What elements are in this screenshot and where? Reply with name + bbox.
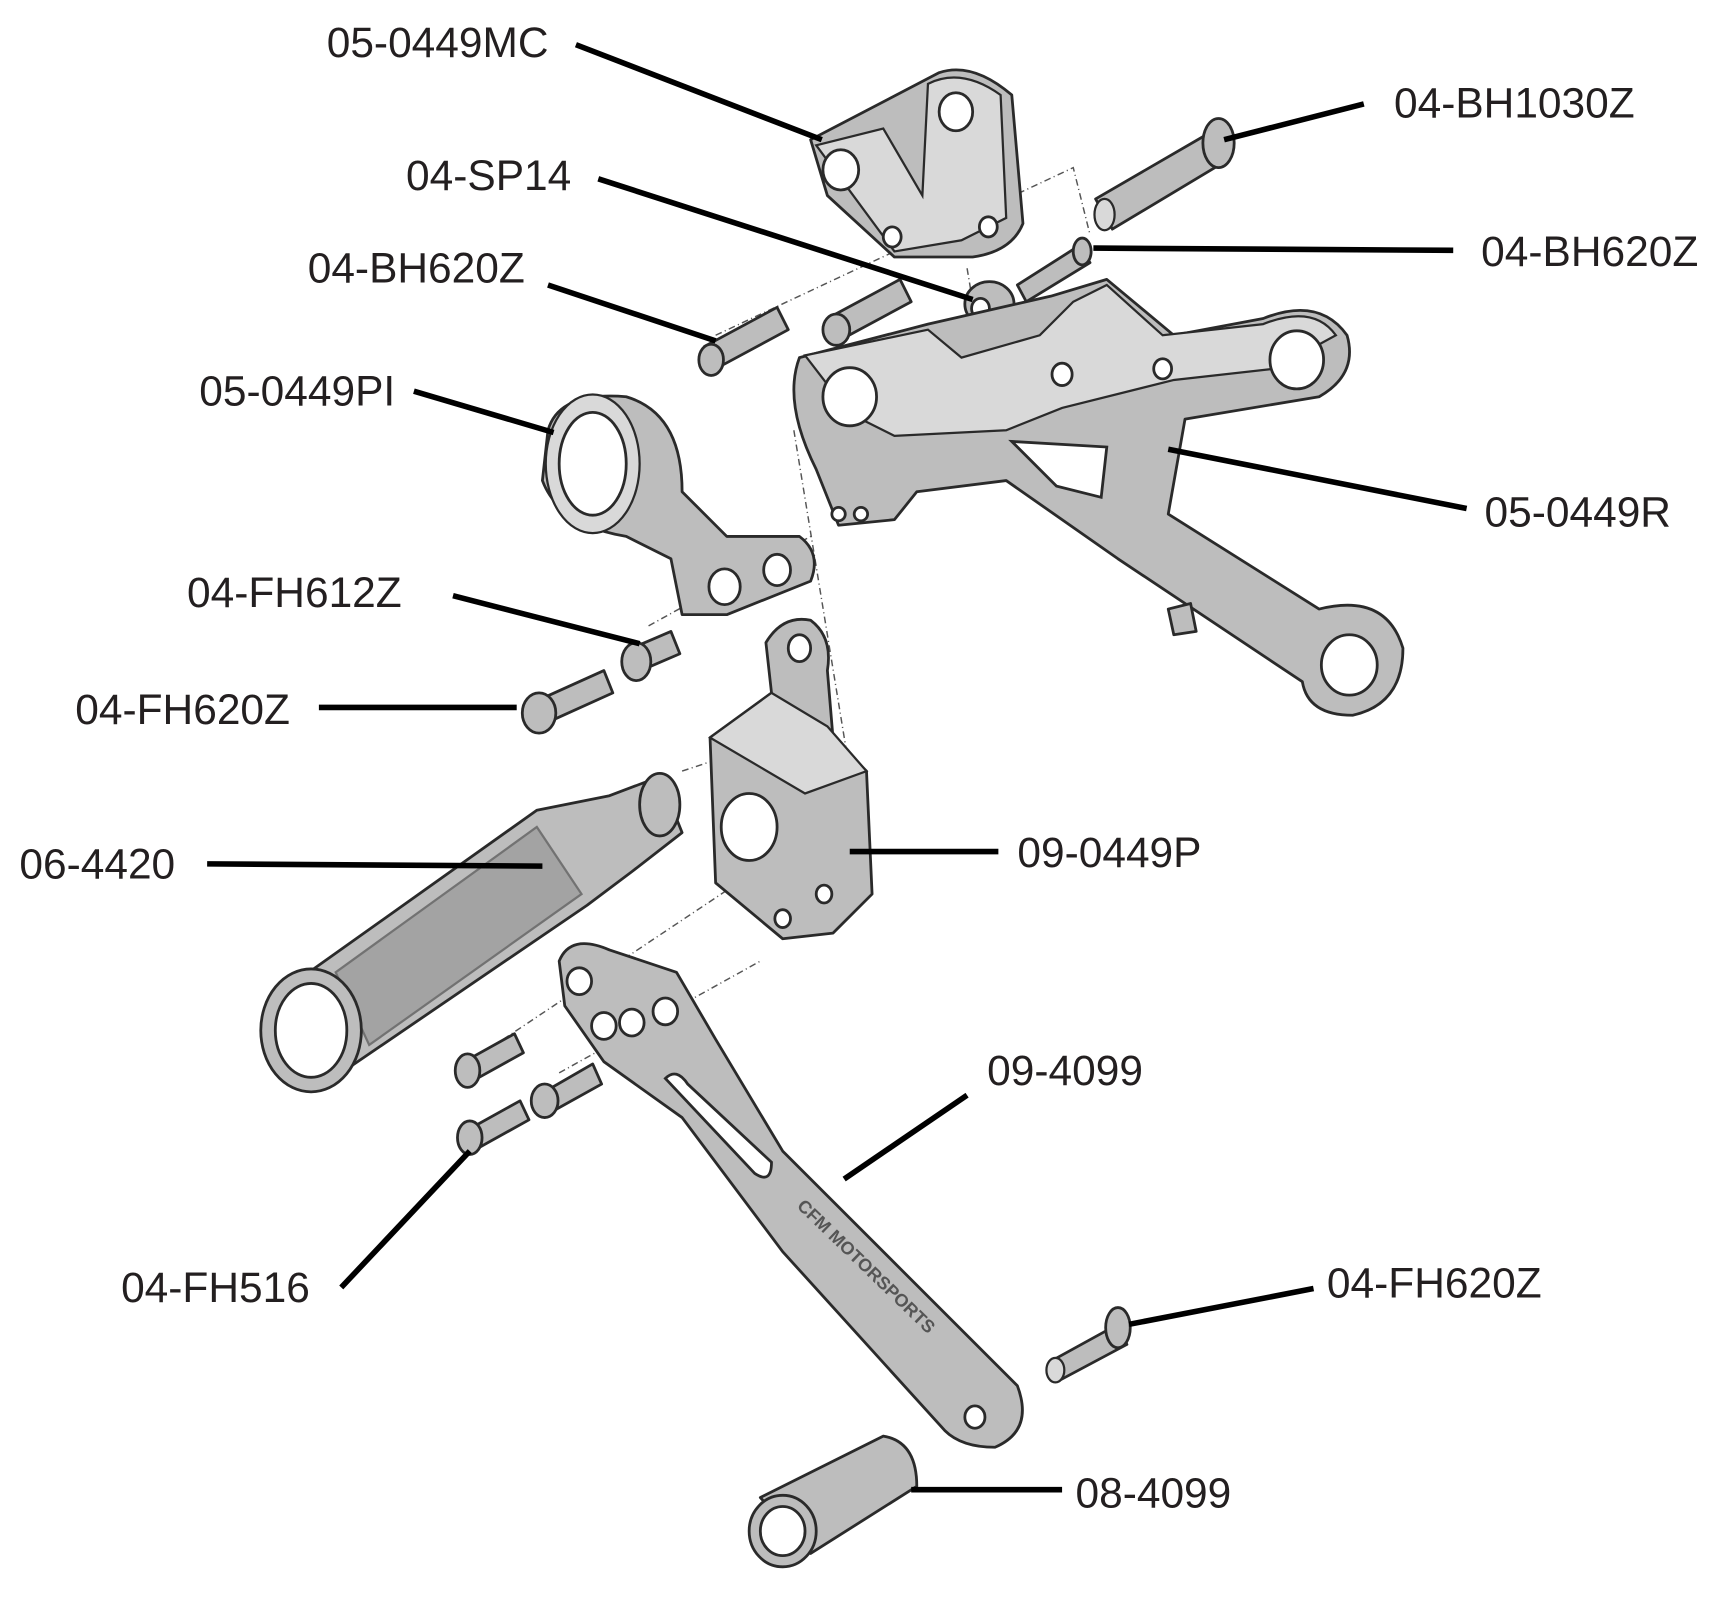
part-05-0449PI-pivot xyxy=(541,393,816,617)
part-04-BH620Z-bolt-right xyxy=(1015,236,1093,304)
label-04-FH620Z-right: 04-FH620Z xyxy=(1327,1259,1542,1306)
part-04-FH516-screws xyxy=(453,1032,604,1156)
part-04-FH612Z-screw xyxy=(620,630,682,682)
part-04-BH1030Z-bolt xyxy=(1093,117,1236,232)
part-04-FH620Z-screw-left xyxy=(520,669,615,735)
leader-lines xyxy=(207,42,1468,1493)
label-05-0449MC: 05-0449MC xyxy=(327,19,549,66)
part-04-FH620Z-screw-right xyxy=(1045,1306,1132,1384)
label-04-FH620Z-left: 04-FH620Z xyxy=(75,686,290,733)
label-05-0449PI: 05-0449PI xyxy=(199,368,395,415)
part-05-0449MC-bracket xyxy=(809,68,1025,259)
label-09-0449P: 09-0449P xyxy=(1017,829,1201,876)
label-06-4420: 06-4420 xyxy=(19,840,175,887)
part-05-0449R-plate xyxy=(792,277,1405,717)
label-04-BH620Z-left: 04-BH620Z xyxy=(308,245,525,292)
label-08-4099: 08-4099 xyxy=(1075,1470,1231,1517)
part-06-4420-footpeg xyxy=(259,771,684,1094)
part-04-BH620Z-bolt-left xyxy=(697,277,913,377)
label-04-FH612Z: 04-FH612Z xyxy=(187,569,402,616)
label-04-FH516: 04-FH516 xyxy=(121,1264,310,1311)
label-09-4099: 09-4099 xyxy=(987,1047,1143,1094)
part-09-4099-lever: CFM MOTORSPORTS xyxy=(557,942,1024,1449)
label-04-SP14: 04-SP14 xyxy=(406,152,571,199)
part-08-4099-sleeve xyxy=(747,1434,919,1569)
part-labels: 05-0449MC 04-BH1030Z 04-SP14 04-BH620Z 0… xyxy=(19,19,1698,1517)
label-04-BH620Z-right: 04-BH620Z xyxy=(1481,228,1698,275)
label-05-0449R: 05-0449R xyxy=(1485,488,1671,535)
label-04-BH1030Z: 04-BH1030Z xyxy=(1394,79,1635,126)
part-09-0449P-peg-mount xyxy=(708,617,874,941)
